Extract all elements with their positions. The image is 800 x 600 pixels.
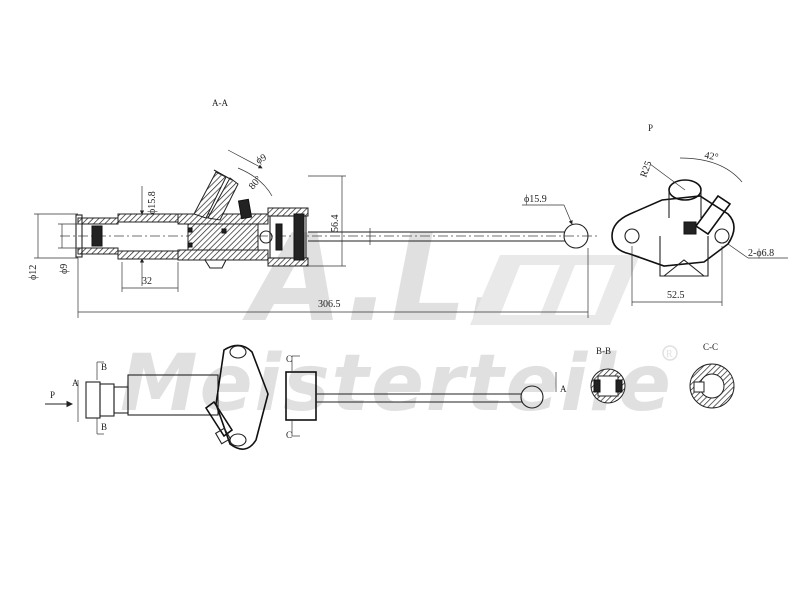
dim-306-5: 306.5	[318, 299, 341, 310]
section-mark-c-top: C	[286, 354, 292, 364]
dim-32: 32	[142, 276, 152, 287]
end-view-p: P R25 42° 2-ϕ6.8 52.5	[611, 123, 788, 306]
section-view-aa: A-A	[28, 98, 600, 318]
section-mark-a-right: A	[560, 384, 567, 394]
dim-phi15-9: ϕ15.9	[524, 194, 547, 205]
p-arrow-label: P	[50, 390, 55, 400]
registered-letter: R	[666, 349, 673, 360]
view-title-bb: B-B	[596, 346, 611, 356]
dim-phi9-left: ϕ9	[59, 264, 70, 274]
inlet-connector	[75, 214, 119, 258]
dim-angle-80: 80°	[247, 174, 264, 192]
dim-56-4: 56.4	[330, 215, 341, 233]
watermark-brand-bottom: Meisterteile	[120, 339, 673, 429]
view-title-p: P	[648, 123, 653, 133]
watermark-brand-top: A.L.	[242, 210, 513, 349]
dim-phi9-top: ϕ9	[254, 152, 268, 167]
dim-2-phi6-8: 2-ϕ6.8	[748, 248, 774, 259]
dim-phi12: ϕ12	[28, 265, 39, 280]
dim-r25: R25	[638, 160, 654, 179]
section-view-bb: B-B	[590, 346, 626, 404]
section-mark-b-bottom: B	[101, 422, 107, 432]
watermark: A.L. Meisterteile R	[120, 210, 678, 429]
watermark-logo-shape	[470, 255, 640, 325]
dim-angle-42: 42°	[703, 150, 719, 163]
front-view: P A A B B C	[45, 344, 567, 450]
section-mark-c-bottom: C	[286, 430, 292, 440]
dim-52-5: 52.5	[667, 290, 685, 301]
registered-mark	[662, 345, 678, 361]
section-view-cc: C-C	[689, 342, 735, 409]
view-title-cc: C-C	[703, 342, 718, 352]
cylinder-body	[117, 207, 309, 267]
push-rod	[308, 223, 589, 249]
section-mark-b-top: B	[101, 362, 107, 372]
section-mark-a-left: A	[72, 378, 79, 388]
view-title-aa: A-A	[212, 98, 228, 108]
side-port	[193, 169, 253, 269]
dim-phi15-8: ϕ15.8	[147, 191, 158, 214]
